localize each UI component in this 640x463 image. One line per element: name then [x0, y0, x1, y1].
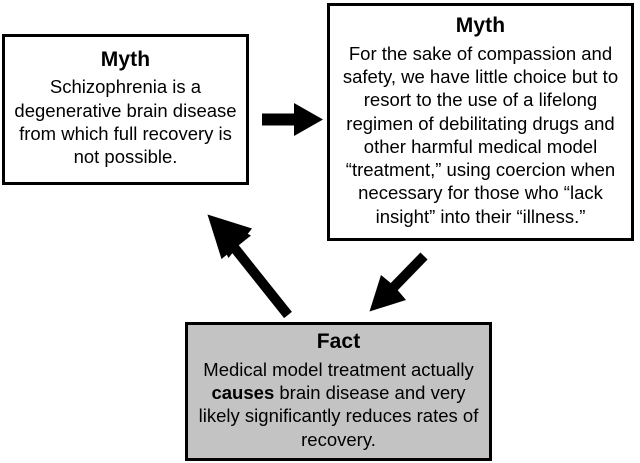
myth-left-box: Myth Schizophrenia is a degenerative bra…	[2, 34, 249, 185]
myth-right-body: For the sake of compassion and safety, w…	[342, 42, 619, 227]
arrow-left-myth-to-right-myth-icon	[262, 103, 323, 136]
fact-body-before: Medical model treatment actually	[203, 358, 474, 380]
arrow-right-myth-to-fact-icon	[369, 252, 428, 312]
myth-left-body: Schizophrenia is a degenerative brain di…	[14, 76, 237, 168]
arrow-fact-to-left-myth-icon	[207, 214, 292, 319]
myth-right-box: Myth For the sake of compassion and safe…	[327, 3, 634, 241]
fact-title: Fact	[316, 330, 361, 354]
fact-box: Fact Medical model treatment actually ca…	[185, 322, 492, 461]
fact-body: Medical model treatment actually causes …	[196, 358, 481, 451]
myth-right-title: Myth	[455, 13, 506, 37]
myth-left-title: Myth	[100, 47, 151, 71]
fact-body-emphasis: causes	[211, 382, 275, 404]
fact-body-after: brain disease and very likely significan…	[198, 382, 479, 450]
